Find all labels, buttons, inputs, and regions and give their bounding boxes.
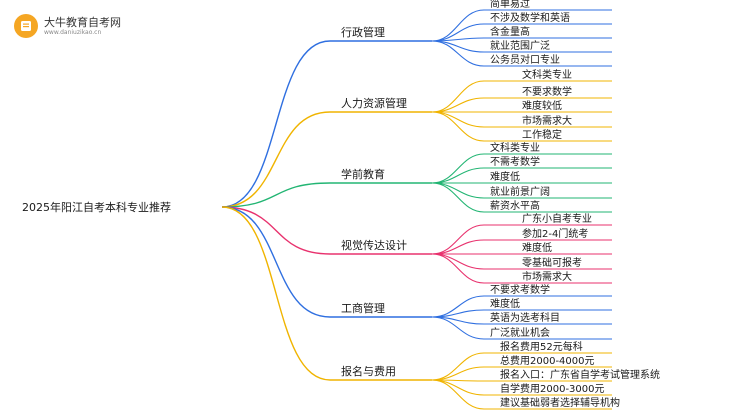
branch-connector: [221, 206, 331, 318]
leaf-label: 难度低: [490, 297, 520, 310]
branch-label: 工商管理: [341, 301, 385, 315]
leaf-label: 不涉及数学和英语: [490, 11, 570, 24]
leaf-label: 工作稳定: [522, 128, 562, 141]
leaf-label: 广东小自考专业: [522, 212, 592, 225]
leaf-connector: [431, 40, 485, 53]
leaf-label: 零基础可报考: [522, 256, 582, 269]
leaf-label: 英语为选考科目: [490, 311, 560, 324]
leaf-label: 文科类专业: [490, 141, 540, 154]
leaf-label: 不要求考数学: [490, 283, 550, 296]
branch-connector: [221, 206, 331, 255]
leaf-connector: [431, 97, 485, 113]
leaf-label: 难度较低: [522, 99, 562, 112]
leaf-label: 难度低: [522, 241, 552, 254]
leaf-connector: [431, 253, 485, 270]
leaf-connector: [431, 40, 485, 67]
branch-connector: [221, 182, 331, 208]
site-logo: 大牛教育自考网 www.daniuzikao.cn: [14, 14, 121, 38]
leaf-connector: [431, 352, 485, 381]
branch-connector: [221, 40, 331, 208]
leaf-label: 简单易过: [490, 0, 530, 10]
leaf-label: 难度低: [490, 170, 520, 183]
logo-url: www.daniuzikao.cn: [44, 28, 102, 36]
branch-label: 视觉传达设计: [341, 238, 407, 252]
leaf-label: 薪资水平高: [490, 199, 540, 212]
leaf-label: 总费用2000-4000元: [500, 354, 595, 367]
leaf-label: 建议基础弱者选择辅导机构: [500, 396, 620, 409]
leaf-connector: [431, 224, 485, 255]
leaf-connector: [431, 253, 485, 284]
branch-label: 学前教育: [341, 167, 385, 181]
leaf-connector: [431, 316, 485, 340]
branch-label: 行政管理: [341, 25, 385, 39]
leaf-label: 不要求数学: [522, 85, 572, 98]
root-topic: 2025年阳江自考本科专业推荐: [22, 200, 171, 214]
leaf-label: 公务员对口专业: [490, 53, 560, 66]
branch-connector: [221, 111, 331, 208]
leaf-connector: [431, 182, 485, 213]
leaf-connector: [431, 80, 485, 113]
leaf-label: 广泛就业机会: [490, 326, 550, 339]
leaf-label: 市场需求大: [522, 114, 572, 127]
leaf-label: 报名费用52元每科: [500, 340, 583, 353]
branch-connector: [221, 206, 331, 381]
leaf-connector: [431, 111, 485, 142]
branch-label: 报名与费用: [341, 364, 396, 378]
leaf-label: 市场需求大: [522, 270, 572, 283]
leaf-label: 不需考数学: [490, 155, 540, 168]
leaf-label: 自学费用2000-3000元: [500, 382, 605, 395]
branch-label: 人力资源管理: [341, 96, 407, 110]
leaf-connector: [431, 182, 485, 199]
leaf-connector: [431, 239, 485, 255]
leaf-connector: [431, 379, 485, 410]
leaf-label: 就业范围广泛: [490, 39, 550, 52]
book-icon: [14, 14, 38, 38]
leaf-connector: [431, 167, 485, 184]
leaf-connector: [431, 111, 485, 128]
leaf-label: 含金量高: [490, 25, 530, 38]
leaf-label: 就业前景广阔: [490, 185, 550, 198]
leaf-connector: [431, 379, 485, 396]
leaf-connector: [431, 9, 485, 42]
leaf-label: 参加2-4门统考: [522, 227, 588, 240]
leaf-connector: [431, 366, 485, 381]
leaf-label: 报名入口：广东省自学考试管理系统: [500, 368, 660, 381]
logo-title: 大牛教育自考网: [44, 15, 121, 29]
leaf-label: 文科类专业: [522, 68, 572, 81]
